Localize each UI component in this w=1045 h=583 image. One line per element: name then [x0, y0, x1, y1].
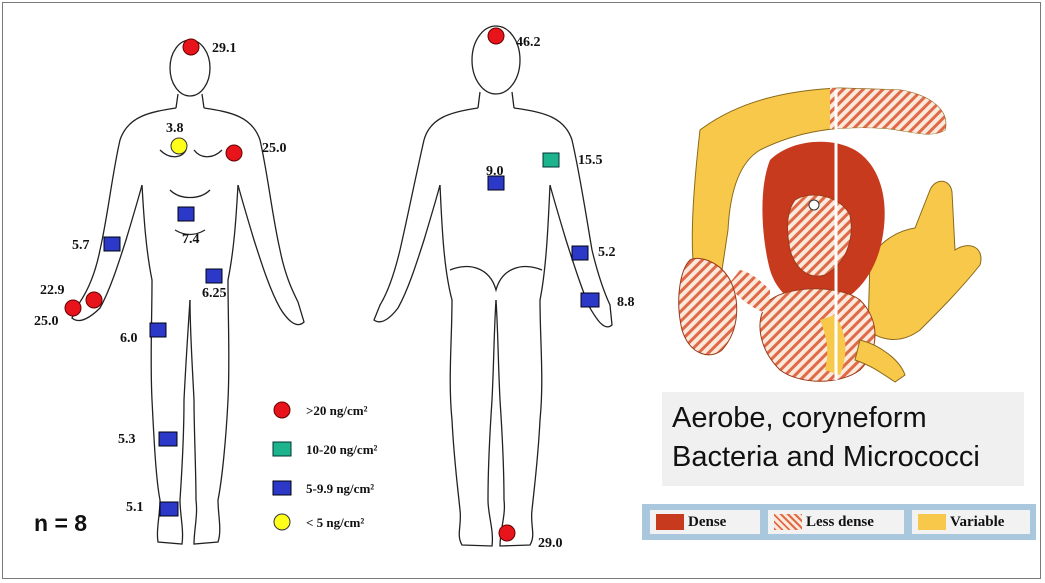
- key-item-variable: Variable: [912, 510, 1030, 534]
- value-back-forearm: 5.2: [598, 245, 616, 260]
- value-back-head: 46.2: [516, 35, 541, 50]
- legend-label-low: 5-9.9 ng/cm²: [306, 481, 374, 496]
- legend-swatch-low: [273, 481, 291, 495]
- marker-front-abdomen: [178, 207, 194, 221]
- illustration-caption: Aerobe, coryneform Bacteria and Micrococ…: [662, 392, 1024, 486]
- marker-front-shoulder: [226, 145, 242, 161]
- legend-label-very-low: < 5 ng/cm²: [306, 515, 364, 530]
- value-front-groin: 6.25: [202, 286, 227, 301]
- key-item-less-dense: Less dense: [768, 510, 904, 534]
- legend-swatch-very-low: [274, 514, 290, 530]
- key-item-dense: Dense: [650, 510, 760, 534]
- density-key-bar: Dense Less dense Variable: [642, 504, 1036, 540]
- caption-line-2: Bacteria and Micrococci: [672, 438, 1024, 477]
- value-front-forehead: 29.1: [212, 41, 237, 56]
- back-markers: 46.2 9.0 15.5 5.2 8.8 29.0: [486, 28, 635, 551]
- marker-front-foot: [160, 502, 178, 516]
- legend-label-high: >20 ng/cm²: [306, 403, 368, 418]
- marker-back-head: [488, 28, 504, 44]
- marker-back-forearm: [572, 246, 588, 260]
- value-front-shin: 5.3: [118, 432, 136, 447]
- marker-back-heel: [499, 525, 515, 541]
- swatch-variable: [918, 514, 946, 530]
- sample-size-label: n = 8: [34, 510, 87, 537]
- marker-back-wrist: [581, 293, 599, 307]
- key-label-variable: Variable: [950, 510, 1004, 534]
- value-front-wrist-b: 25.0: [34, 314, 59, 329]
- value-front-foot: 5.1: [126, 500, 144, 515]
- value-front-abdomen: 7.4: [182, 232, 200, 247]
- legend-label-medium: 10-20 ng/cm²: [306, 442, 378, 457]
- marker-front-wrist-b: [65, 300, 81, 316]
- swatch-dense: [656, 514, 684, 530]
- value-back-upper-back: 9.0: [486, 164, 504, 179]
- value-front-shoulder: 25.0: [262, 141, 287, 156]
- value-front-upper-arm: 5.7: [72, 238, 90, 253]
- value-back-wrist: 8.8: [617, 295, 635, 310]
- legend-swatch-high: [274, 402, 290, 418]
- legend-swatch-medium: [273, 442, 291, 456]
- marker-back-upper-arm: [543, 153, 559, 167]
- marker-front-forehead: [183, 39, 199, 55]
- marker-front-chest: [171, 138, 187, 154]
- key-label-less-dense: Less dense: [806, 510, 874, 534]
- marker-front-thigh: [150, 323, 166, 337]
- swatch-less-dense: [774, 514, 802, 530]
- back-body-outline: [374, 26, 612, 546]
- key-label-dense: Dense: [688, 510, 726, 534]
- marker-front-upper-arm: [104, 237, 120, 251]
- marker-front-wrist-a: [86, 292, 102, 308]
- marker-front-groin: [206, 269, 222, 283]
- value-back-heel: 29.0: [538, 536, 563, 551]
- marker-front-shin: [159, 432, 177, 446]
- value-front-chest: 3.8: [166, 121, 184, 136]
- concentration-legend: >20 ng/cm² 10-20 ng/cm² 5-9.9 ng/cm² < 5…: [273, 402, 378, 530]
- value-front-thigh: 6.0: [120, 331, 138, 346]
- bacteria-distribution-illustration: [679, 88, 981, 382]
- value-back-upper-arm: 15.5: [578, 153, 603, 168]
- value-front-wrist-a: 22.9: [40, 283, 65, 298]
- caption-line-1: Aerobe, coryneform: [672, 399, 1024, 438]
- front-body-outline: [72, 40, 304, 544]
